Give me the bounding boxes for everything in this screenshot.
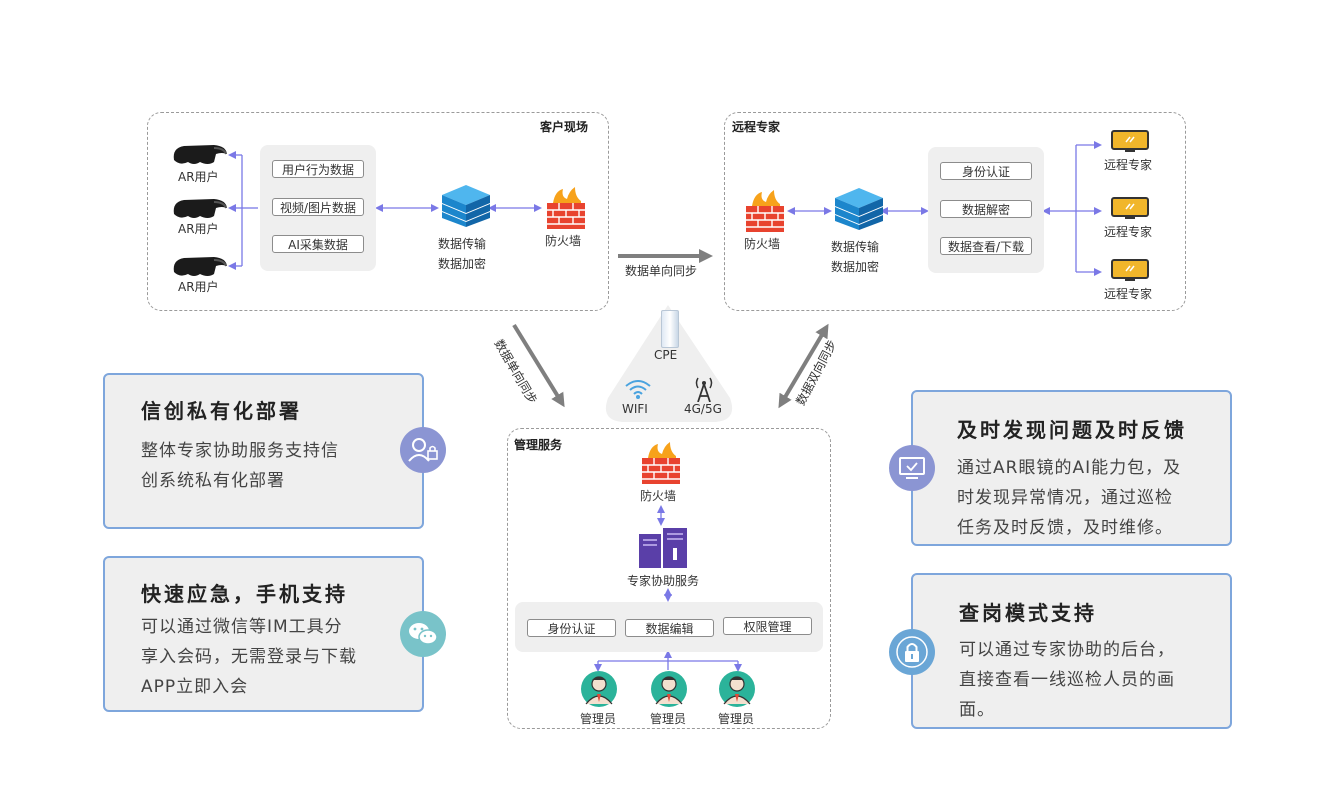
feature-title: 查岗模式支持 — [959, 601, 1097, 625]
remote-expert-3: 远程专家 — [1100, 259, 1170, 303]
cpe-label: CPE — [654, 348, 678, 362]
remote-expert-1: 远程专家 — [1100, 130, 1170, 174]
admin-1: 管理员 — [576, 670, 622, 728]
feature-line: 可以通过专家协助的后台， — [959, 640, 1175, 660]
feature-card-feedback: 及时发现问题及时反馈 通过AR眼镜的AI能力包，及 时发现异常情况，通过巡检 任… — [911, 390, 1232, 546]
feature-line: 可以通过微信等IM工具分 — [141, 617, 343, 637]
admin-icon — [719, 671, 755, 707]
wifi-label: WIFI — [622, 402, 648, 416]
function-decrypt: 数据解密 — [940, 200, 1032, 218]
database-icon — [835, 188, 883, 230]
expert-service-label: 专家协助服务 — [627, 574, 700, 588]
feature-line: 任务及时反馈，及时维修。 — [957, 518, 1173, 538]
feature-title: 快速应急，手机支持 — [141, 582, 348, 606]
mgmt-function-permissions: 权限管理 — [723, 617, 812, 635]
feature-title: 及时发现问题及时反馈 — [957, 418, 1187, 442]
feature-line: 享入会码，无需登录与下载 — [141, 647, 357, 667]
remote-expert-2: 远程专家 — [1100, 197, 1170, 241]
firewall-icon — [547, 187, 585, 229]
feature-line: 创系统私有化部署 — [141, 471, 285, 491]
remote-database: 数据传输 数据加密 — [831, 186, 887, 276]
monitor-icon — [1111, 130, 1149, 152]
client-encrypt-label: 数据加密 — [438, 257, 487, 271]
ar-user-1: AR用户 — [170, 142, 230, 184]
function-view-download: 数据查看/下载 — [940, 237, 1032, 255]
firewall-icon — [746, 190, 784, 232]
remote-transfer-label: 数据传输 — [831, 240, 880, 254]
cellular-label: 4G/5G — [684, 402, 722, 416]
client-site-title: 客户现场 — [540, 120, 589, 134]
client-firewall-label: 防火墙 — [545, 234, 582, 248]
remote-firewall-label: 防火墙 — [744, 237, 781, 251]
server-icon — [639, 528, 687, 568]
remote-expert-label: 远程专家 — [1104, 225, 1153, 239]
database-icon — [442, 185, 490, 227]
mgmt-function-identity: 身份认证 — [527, 619, 616, 637]
admin-label: 管理员 — [650, 712, 687, 726]
remote-expert-label: 远程专家 — [1104, 287, 1153, 301]
feature-card-inspection: 查岗模式支持 可以通过专家协助的后台， 直接查看一线巡检人员的画 面。 — [911, 573, 1232, 729]
remote-expert-zone — [724, 112, 1186, 311]
wifi-icon — [624, 378, 652, 400]
admin-2: 管理员 — [646, 670, 692, 728]
admin-icon — [581, 671, 617, 707]
expert-service-server: 专家协助服务 — [627, 526, 711, 590]
ar-user-3: AR用户 — [170, 254, 230, 296]
feature-description: 通过AR眼镜的AI能力包，及 时发现异常情况，通过巡检 任务及时反馈，及时维修。 — [957, 453, 1181, 543]
client-transfer-label: 数据传输 — [438, 237, 487, 251]
feature-line: 通过AR眼镜的AI能力包，及 — [957, 458, 1182, 478]
firewall-icon — [642, 442, 680, 484]
ar-user-label: AR用户 — [178, 170, 219, 184]
ar-user-label: AR用户 — [178, 222, 219, 236]
admin-icon — [651, 671, 687, 707]
feature-line: 面。 — [959, 700, 995, 720]
feature-line: 直接查看一线巡检人员的画 — [959, 670, 1175, 690]
data-item-video: 视频/图片数据 — [272, 198, 364, 216]
feature-title: 信创私有化部署 — [141, 399, 302, 423]
feature-description: 可以通过微信等IM工具分 享入会码，无需登录与下载 APP立即入会 — [141, 612, 357, 702]
client-database: 数据传输 数据加密 — [438, 183, 494, 273]
feature-card-private-deployment: 信创私有化部署 整体专家协助服务支持信 创系统私有化部署 — [103, 373, 424, 529]
function-identity: 身份认证 — [940, 162, 1032, 180]
lock-icon — [889, 629, 935, 675]
admin-3: 管理员 — [714, 670, 760, 728]
admin-label: 管理员 — [580, 712, 617, 726]
admin-label: 管理员 — [718, 712, 755, 726]
ar-user-label: AR用户 — [178, 280, 219, 294]
client-site-zone — [147, 112, 609, 311]
monitor-icon — [1111, 259, 1149, 281]
feature-description: 可以通过专家协助的后台， 直接查看一线巡检人员的画 面。 — [959, 635, 1175, 725]
wechat-icon — [400, 611, 446, 657]
client-firewall: 防火墙 — [545, 187, 591, 251]
data-item-behavior: 用户行为数据 — [272, 160, 364, 178]
cell-tower-icon — [692, 376, 716, 403]
cpe-device-icon — [661, 310, 679, 348]
monitor-check-icon — [889, 445, 935, 491]
management-zone — [507, 428, 831, 729]
management-firewall-label: 防火墙 — [640, 489, 677, 503]
user-lock-icon — [400, 427, 446, 473]
remote-expert-title: 远程专家 — [732, 120, 781, 134]
ar-glasses-icon — [173, 257, 227, 276]
monitor-icon — [1111, 197, 1149, 219]
remote-encrypt-label: 数据加密 — [831, 260, 880, 274]
feature-line: 整体专家协助服务支持信 — [141, 441, 339, 461]
management-title: 管理服务 — [514, 438, 563, 452]
feature-line: 时发现异常情况，通过巡检 — [957, 488, 1173, 508]
remote-firewall: 防火墙 — [744, 190, 790, 254]
ar-glasses-icon — [173, 199, 227, 218]
feature-line: APP立即入会 — [141, 677, 249, 697]
management-firewall: 防火墙 — [640, 442, 686, 506]
ar-glasses-icon — [173, 145, 227, 164]
mgmt-function-edit: 数据编辑 — [625, 619, 714, 637]
remote-expert-label: 远程专家 — [1104, 158, 1153, 172]
ar-user-2: AR用户 — [170, 196, 230, 238]
feature-card-emergency: 快速应急，手机支持 可以通过微信等IM工具分 享入会码，无需登录与下载 APP立… — [103, 556, 424, 712]
feature-description: 整体专家协助服务支持信 创系统私有化部署 — [141, 436, 339, 496]
data-item-ai: AI采集数据 — [272, 235, 364, 253]
one-way-sync-label: 数据单向同步 — [625, 264, 698, 278]
